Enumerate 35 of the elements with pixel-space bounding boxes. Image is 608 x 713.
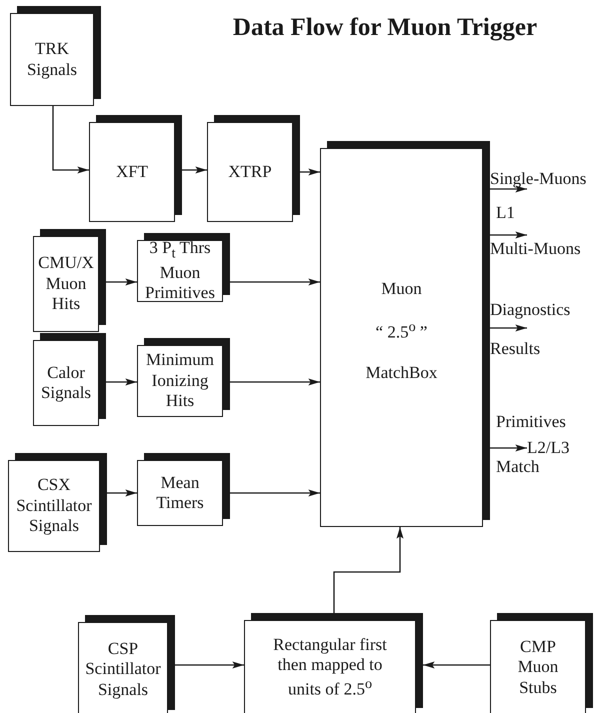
box-label: MatchBox xyxy=(366,363,438,384)
arrow xyxy=(230,278,320,286)
output-label: Primitives xyxy=(496,413,566,432)
box-label: TRK Signals xyxy=(26,39,78,80)
box-label: CSP Scintillator Signals xyxy=(84,638,162,700)
box-label: CMP Muon Stubs xyxy=(516,636,560,698)
arrow xyxy=(230,378,320,386)
box-label: Results xyxy=(490,339,540,360)
edge-label: Single-Muons xyxy=(490,170,586,189)
arrow xyxy=(300,168,320,176)
box-label: CMU/X Muon Hits xyxy=(38,253,94,315)
box-label: L2/L3 xyxy=(527,438,570,458)
edge-label: Multi-Muons xyxy=(490,240,581,259)
box-label: Calor Signals xyxy=(40,362,92,404)
diagram-title: Data Flow for Muon Trigger xyxy=(232,14,538,42)
arrow xyxy=(490,186,527,192)
box-label: CSX Scintillator Signals xyxy=(15,475,93,537)
box-label: XTRP xyxy=(228,162,272,182)
box-label: XFT xyxy=(116,162,148,182)
box-label: 3 P$_{t}$ Thrs Muon Primitives xyxy=(144,238,216,304)
box-label: “ 2.5$^{o}$ ” xyxy=(376,319,428,344)
box-label: Mean Timers xyxy=(155,472,205,514)
arrow xyxy=(230,490,320,496)
arrow xyxy=(490,444,527,452)
edge-label: Diagnostics xyxy=(490,301,570,320)
box-label: Muon xyxy=(381,279,422,300)
box-label: Rectangular first then mapped to units of 2.5$^{o}$ xyxy=(272,635,388,700)
arrow xyxy=(182,166,207,174)
arrow xyxy=(52,106,89,174)
box-label: Minimum Ionizing Hits xyxy=(144,350,215,412)
output-label: L1 xyxy=(496,204,515,223)
arrow xyxy=(423,662,490,668)
arrow xyxy=(490,232,527,238)
output-label: Match xyxy=(496,458,540,477)
arrow xyxy=(490,324,527,332)
